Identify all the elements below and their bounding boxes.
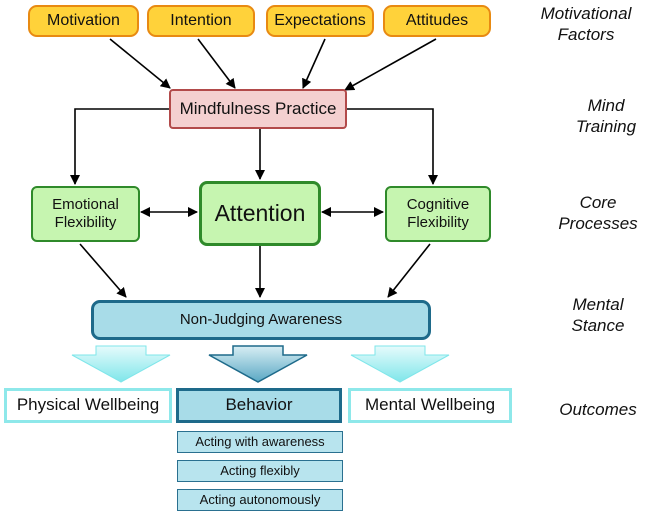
emotional-flexibility-line1: Emotional <box>52 196 119 213</box>
arrow-cognitive-stance <box>387 243 431 298</box>
arrow-intention-practice <box>197 38 236 89</box>
emotional-flexibility-line2: Flexibility <box>54 214 117 231</box>
emotional-flexibility-box: Emotional Flexibility <box>31 186 140 242</box>
outcome-arrow-physical <box>71 345 171 383</box>
factor-expectations: Expectations <box>266 5 374 37</box>
label-motivational-line1: Motivational <box>540 4 632 23</box>
cognitive-flexibility-line1: Cognitive <box>406 196 470 213</box>
behavior-box: Behavior <box>176 388 342 423</box>
label-mind-training: Mind Training <box>546 96 652 137</box>
arrow-practice-emotional <box>70 108 170 185</box>
label-motivational-factors: Motivational Factors <box>526 4 646 45</box>
non-judging-awareness-box: Non-Judging Awareness <box>91 300 431 340</box>
behavior-item-autonomously: Acting autonomously <box>177 489 343 511</box>
cognitive-flexibility-line2: Flexibility <box>407 214 469 231</box>
label-mental-stance-line2: Stance <box>571 315 625 335</box>
attention-box: Attention <box>199 181 321 246</box>
label-outcomes: Outcomes <box>538 400 652 421</box>
label-outcomes-line1: Outcomes <box>559 400 637 419</box>
label-mental-stance-line1: Mental <box>572 295 624 314</box>
label-motivational-line2: Factors <box>557 24 615 44</box>
behavior-item-awareness: Acting with awareness <box>177 431 343 453</box>
label-core-processes: Core Processes <box>538 193 652 234</box>
label-mind-training-line2: Training <box>575 116 637 136</box>
factor-motivation: Motivation <box>28 5 139 37</box>
mindfulness-practice-box: Mindfulness Practice <box>169 89 347 129</box>
factor-attitudes: Attitudes <box>383 5 491 37</box>
physical-wellbeing-box: Physical Wellbeing <box>4 388 172 423</box>
arrow-practice-cognitive <box>346 108 438 185</box>
outcome-arrow-mental <box>350 345 450 383</box>
label-core-processes-line1: Core <box>579 193 617 212</box>
outcome-arrow-behavior <box>208 345 308 383</box>
arrow-emotional-stance <box>79 243 127 298</box>
mental-wellbeing-box: Mental Wellbeing <box>348 388 512 423</box>
cognitive-flexibility-box: Cognitive Flexibility <box>385 186 491 242</box>
factor-intention: Intention <box>147 5 255 37</box>
arrow-attitudes-practice <box>344 38 437 91</box>
label-mental-stance: Mental Stance <box>538 295 652 336</box>
behavior-item-flexibly: Acting flexibly <box>177 460 343 482</box>
label-core-processes-line2: Processes <box>558 213 638 233</box>
arrow-motivation-practice <box>109 38 171 89</box>
arrow-expectations-practice <box>302 38 326 89</box>
label-mind-training-line1: Mind <box>587 96 625 115</box>
